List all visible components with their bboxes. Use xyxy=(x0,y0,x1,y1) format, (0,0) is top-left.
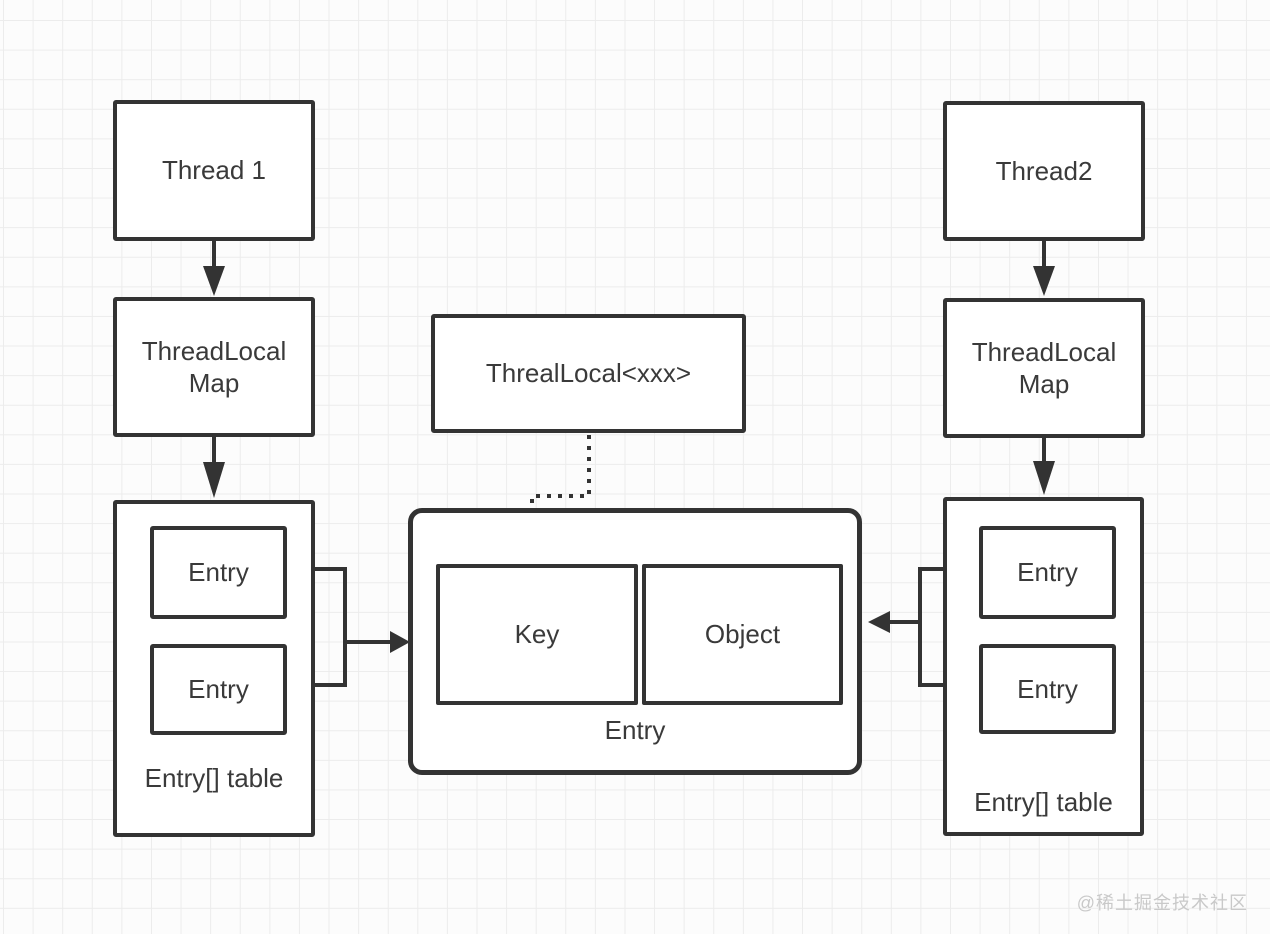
entry-container-label: Entry xyxy=(604,715,666,745)
entry-cell: Entry xyxy=(150,644,287,735)
entry-table-left-node: Entry Entry Entry[] table xyxy=(113,500,315,837)
map-left-label-line1: ThreadLocal xyxy=(141,335,287,366)
entry-table-right-node: Entry Entry Entry[] table xyxy=(943,497,1144,836)
arrow-thread1-to-map-icon xyxy=(203,241,225,296)
threadlocal-xxx-label: ThrealLocal<xxx> xyxy=(485,358,692,389)
entry-detail-container: Key Object Entry xyxy=(408,508,862,775)
thread1-node: Thread 1 xyxy=(113,100,315,241)
watermark: @稀土掘金技术社区 xyxy=(1076,893,1248,913)
map-left-label-line2: Map xyxy=(188,368,240,398)
arrow-map-to-table-right-icon xyxy=(1033,438,1055,495)
map-right-label-line1: ThreadLocal xyxy=(971,336,1117,367)
object-label: Object xyxy=(704,619,781,649)
threadlocal-xxx-node: ThrealLocal<xxx> xyxy=(431,314,746,433)
entry-cell-label: Entry xyxy=(188,557,249,588)
arrow-thread2-to-map-icon xyxy=(1033,241,1055,296)
entry-cell-label: Entry xyxy=(1017,673,1078,704)
threadlocalmap-left-node: ThreadLocal Map xyxy=(113,297,315,437)
entry-cell: Entry xyxy=(979,644,1116,734)
thread2-node: Thread2 xyxy=(943,101,1145,241)
thread2-label: Thread2 xyxy=(995,155,1093,186)
threadlocalmap-right-node: ThreadLocal Map xyxy=(943,298,1145,438)
table-right-label: Entry[] table xyxy=(974,787,1113,817)
table-left-label: Entry[] table xyxy=(144,763,284,793)
entry-cell-label: Entry xyxy=(188,674,249,705)
arrow-map-to-table-left-icon xyxy=(203,437,225,498)
entry-cell: Entry xyxy=(979,526,1116,619)
entry-cell: Entry xyxy=(150,526,287,619)
map-right-label-line2: Map xyxy=(1018,369,1070,399)
thread1-label: Thread 1 xyxy=(161,155,267,186)
key-label: Key xyxy=(514,619,560,649)
key-node: Key xyxy=(436,564,638,705)
entry-cell-label: Entry xyxy=(1017,557,1078,588)
object-node: Object xyxy=(642,564,843,705)
